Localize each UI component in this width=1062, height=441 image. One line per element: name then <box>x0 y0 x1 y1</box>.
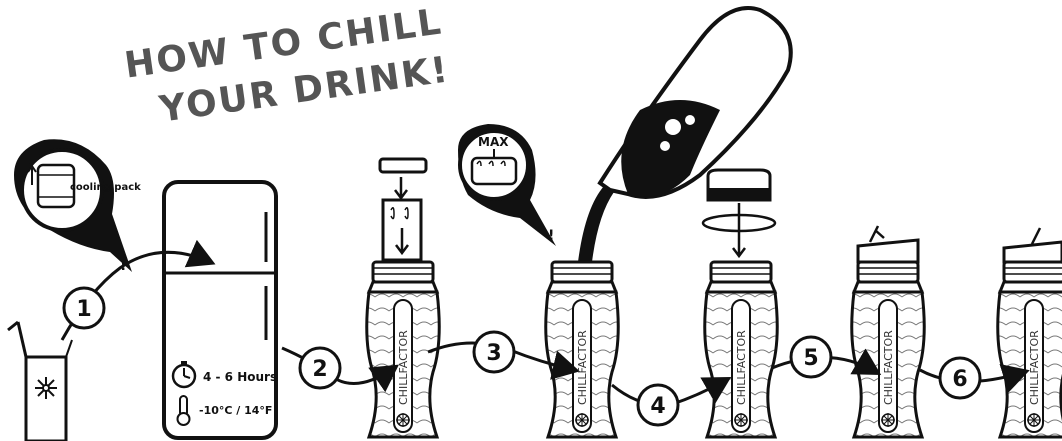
cooling-pack-label: cooling pack <box>70 182 141 193</box>
freezer-icon: 4 - 6 Hours -10°C / 14°F <box>164 182 277 438</box>
freeze-temperature: -10°C / 14°F <box>199 404 272 417</box>
step-number: 3 <box>486 341 501 366</box>
max-label: MAX <box>478 135 509 149</box>
step-number: 5 <box>803 346 818 371</box>
step-number: 2 <box>312 357 327 382</box>
step-number: 4 <box>650 394 665 419</box>
freeze-time: 4 - 6 Hours <box>203 370 277 384</box>
bottle-brand-label: CHILLFACTOR <box>1028 330 1041 405</box>
bottle-brand-label: CHILLFACTOR <box>397 330 410 405</box>
pouring-bottle-icon <box>578 8 791 262</box>
cooling-pack-callout: cooling pack ! <box>14 139 141 274</box>
bottle-brand-label: CHILLFACTOR <box>576 330 589 405</box>
step-number: 6 <box>952 367 967 392</box>
bottle-brand-label: CHILLFACTOR <box>735 330 748 405</box>
bottle-brand-label: CHILLFACTOR <box>882 330 895 405</box>
max-fill-callout: MAX ! <box>458 124 556 246</box>
step-number: 1 <box>76 297 91 322</box>
thermometer-icon <box>178 396 190 425</box>
max-callout-exclamation: ! <box>548 228 554 244</box>
